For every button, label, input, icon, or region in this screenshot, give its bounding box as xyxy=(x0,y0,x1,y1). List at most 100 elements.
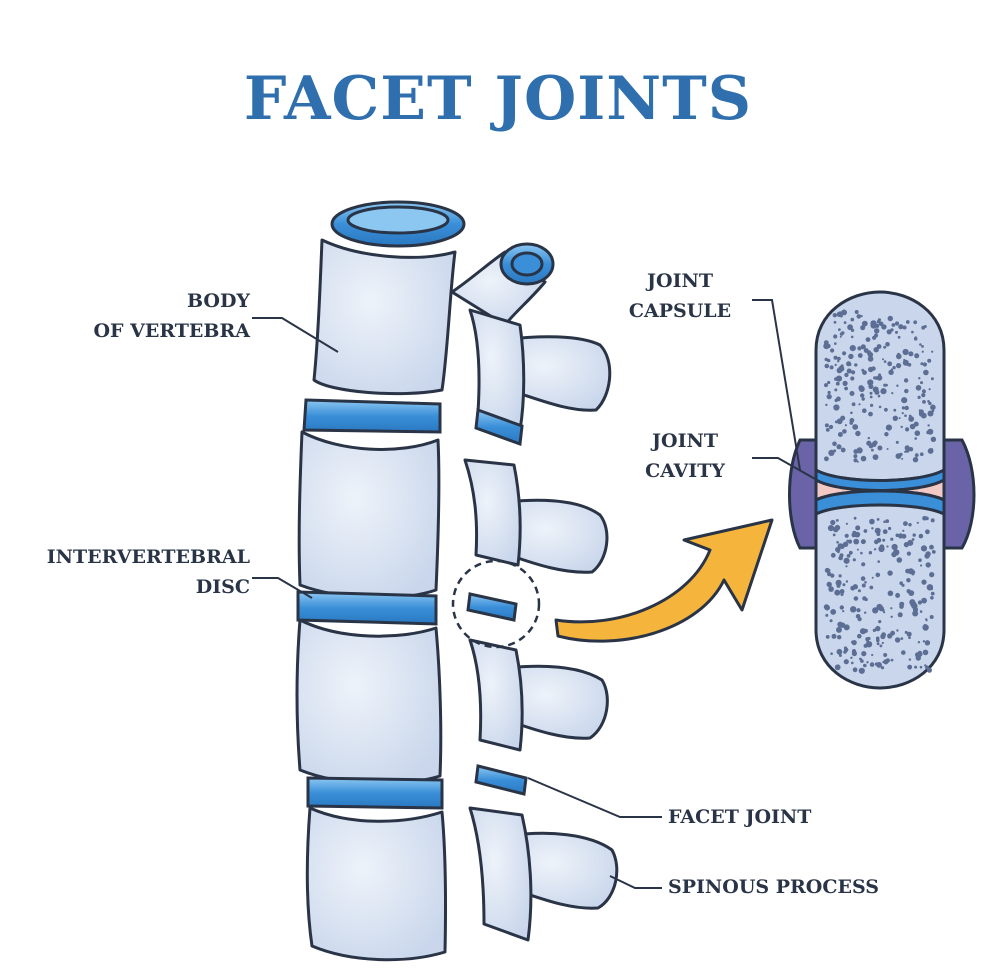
bone-dot xyxy=(922,362,928,367)
bone-dot xyxy=(875,323,880,328)
bone-dot xyxy=(902,348,909,356)
bone-dot xyxy=(877,376,882,381)
vertebra-body-2 xyxy=(297,430,441,600)
bone-dot xyxy=(858,667,865,674)
bone-dot xyxy=(824,363,830,369)
bone-dot xyxy=(869,395,873,399)
bone-dot xyxy=(870,320,877,327)
bone-dot xyxy=(904,630,908,634)
bone-dot xyxy=(848,355,853,360)
bone-dot xyxy=(865,641,873,648)
posterior-elements xyxy=(450,242,619,942)
bone-dot xyxy=(925,619,928,622)
bone-dot xyxy=(890,658,894,662)
bone-dot xyxy=(843,650,847,654)
bone-dot xyxy=(837,621,844,628)
bone-dot xyxy=(863,348,869,353)
bone-dot xyxy=(860,551,863,555)
bone-dot xyxy=(833,334,838,339)
bone-dot xyxy=(881,608,885,612)
bone-dot xyxy=(827,525,835,532)
bone-dot xyxy=(838,328,841,331)
bone-dot xyxy=(918,558,922,562)
bone-dot xyxy=(835,375,843,382)
bone-dot xyxy=(901,650,906,655)
diagram-title: FACET JOINTS xyxy=(243,64,753,134)
bone-dot xyxy=(914,453,919,457)
bone-dot xyxy=(917,641,921,644)
facet-joint-bands xyxy=(466,407,528,796)
bone-dot xyxy=(919,610,923,613)
bone-dot xyxy=(824,357,828,362)
bone-dot xyxy=(837,360,840,363)
bone-dot xyxy=(834,363,837,367)
bone-dot xyxy=(899,604,904,609)
zoom-arrow xyxy=(554,518,774,643)
bone-dot xyxy=(857,617,862,622)
bone-dot xyxy=(847,324,853,331)
bone-dot xyxy=(920,362,924,366)
bone-dot xyxy=(860,455,867,462)
bone-dot xyxy=(892,365,896,370)
bone-dot xyxy=(903,358,906,362)
bone-dot xyxy=(853,538,860,545)
bone-dot xyxy=(914,353,920,359)
bone-dot xyxy=(848,550,853,555)
bone-dot xyxy=(850,606,857,613)
bone-dot xyxy=(867,636,871,641)
bone-dot xyxy=(896,384,899,387)
bone-dot xyxy=(826,394,832,400)
bone-dot xyxy=(853,449,859,454)
bone-dot xyxy=(922,640,926,643)
bone-dot xyxy=(901,533,907,539)
bone-dot xyxy=(928,401,932,406)
label-facet-joint: FACET JOINT xyxy=(668,806,812,828)
bone-dot xyxy=(891,543,898,551)
bone-dot xyxy=(895,593,900,598)
bone-dot xyxy=(920,452,924,457)
bone-dot xyxy=(842,429,847,434)
bone-dot xyxy=(877,560,880,563)
bone-dot xyxy=(830,609,837,615)
bone-dot xyxy=(896,363,902,369)
bone-dot xyxy=(850,335,854,339)
bone-dot xyxy=(844,372,849,378)
bone-dot xyxy=(837,635,842,640)
bone-dot xyxy=(842,351,847,356)
highlight-circle xyxy=(451,559,541,649)
bone-dot xyxy=(886,448,889,450)
leader-intervertebral-disc xyxy=(252,577,313,599)
bone-dot xyxy=(830,519,836,526)
bone-dot xyxy=(920,564,923,567)
spinous-process-3 xyxy=(503,664,609,740)
bone-dot xyxy=(915,385,922,391)
bone-dot xyxy=(853,596,859,601)
bone-dot xyxy=(849,391,855,396)
bone-dot xyxy=(921,393,926,398)
bone-dot xyxy=(925,529,930,535)
bone-dot xyxy=(913,337,918,341)
bone-dot xyxy=(896,629,899,632)
bone-dot xyxy=(845,580,849,583)
bone-dot xyxy=(878,545,885,553)
bone-dot xyxy=(900,425,903,429)
bone-dot xyxy=(860,659,864,663)
bone-dot xyxy=(874,440,877,444)
bone-dot xyxy=(845,522,849,525)
bone-dot xyxy=(925,516,929,521)
bone-dot xyxy=(837,550,840,554)
bone-dot xyxy=(894,321,900,326)
bone-dot xyxy=(899,581,903,585)
bone-dot xyxy=(913,320,918,325)
joint-closeup xyxy=(788,290,976,690)
bone-dot xyxy=(858,386,865,392)
bone-dot xyxy=(874,328,880,334)
bone-dot xyxy=(833,526,839,533)
bone-dot xyxy=(904,450,907,453)
disc-2 xyxy=(296,590,438,626)
bone-dot xyxy=(839,605,844,610)
bone-dot xyxy=(897,612,903,618)
bone-dot xyxy=(869,518,875,525)
bone-dot xyxy=(874,527,881,534)
bone-dot xyxy=(850,656,853,659)
